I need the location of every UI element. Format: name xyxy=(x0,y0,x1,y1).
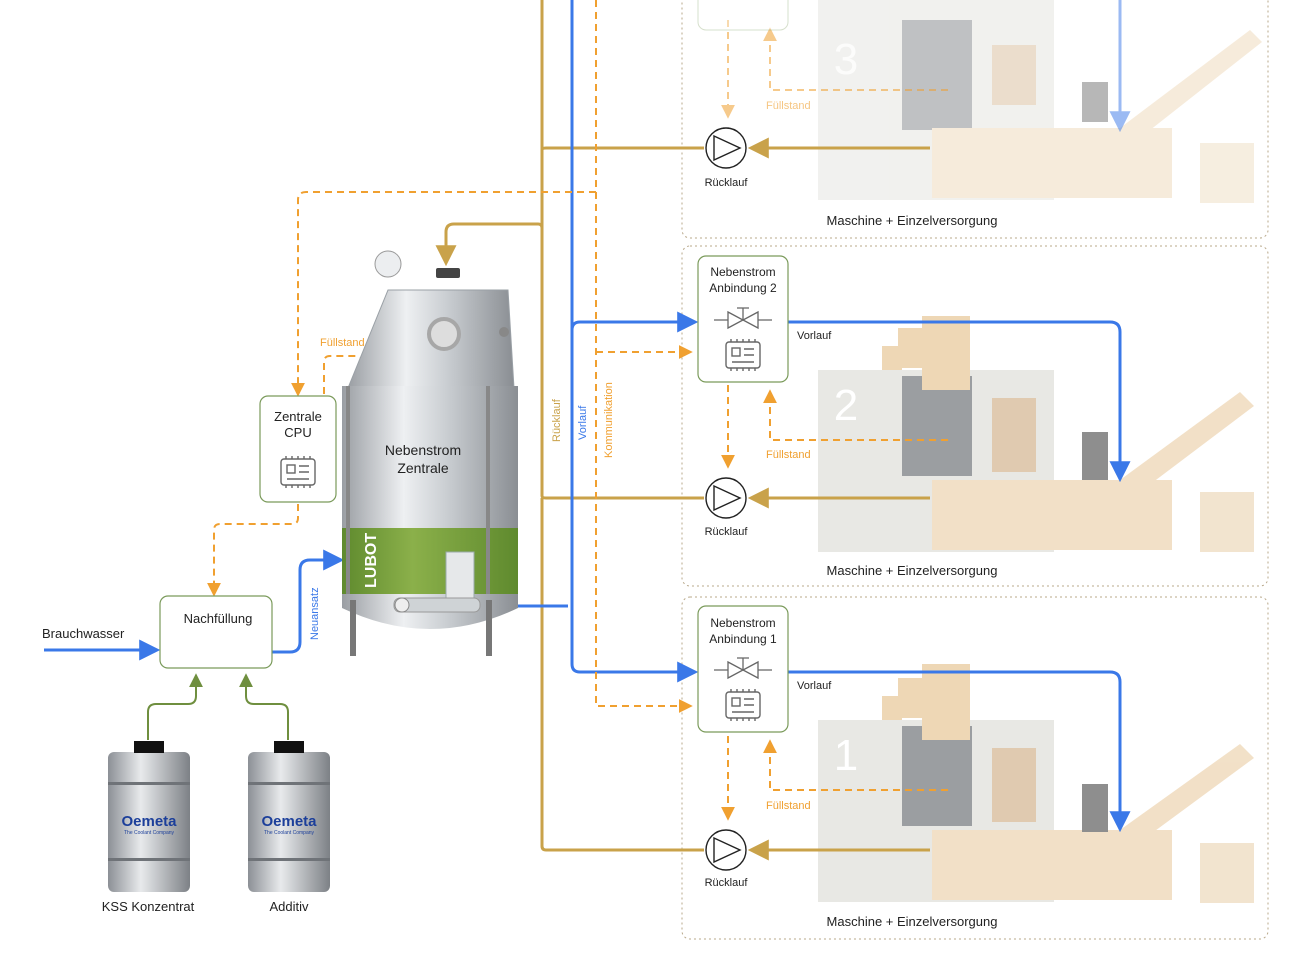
station-1-frame xyxy=(681,596,1269,940)
kommunikation-vertical-label: Kommunikation xyxy=(603,382,615,458)
machine-3-illustration xyxy=(818,0,1262,203)
cpu-box[interactable] xyxy=(259,395,337,503)
anbindung-3-box[interactable] xyxy=(697,0,789,31)
kss-barrel-sub: The Coolant Company xyxy=(124,830,175,836)
neuansatz-label: Neuansatz xyxy=(309,587,321,640)
nachfuellung-label: Nachfüllung xyxy=(184,611,253,626)
pump-1-icon[interactable] xyxy=(705,829,747,871)
station-2-pump-label: Rücklauf xyxy=(705,526,749,538)
anbindung-1-title-line1: Nebenstrom xyxy=(710,616,775,630)
anbindung-2-title-line2: Anbindung 2 xyxy=(709,281,777,295)
station-2-caption: Maschine + Einzelversorgung xyxy=(827,563,998,578)
additiv-barrel-sub: The Coolant Company xyxy=(264,830,315,836)
communication-lines xyxy=(207,0,948,821)
machine-1-number: 1 xyxy=(834,731,858,780)
pump-2-icon[interactable] xyxy=(705,477,747,519)
station-2-frame xyxy=(681,245,1269,587)
valve-2-icon xyxy=(714,307,772,330)
tank-title-line2: Zentrale xyxy=(397,460,449,476)
cpu-fuellstand-label: Füllstand xyxy=(320,337,365,349)
station-1-pump-label: Rücklauf xyxy=(705,877,749,889)
machine-2-number: 2 xyxy=(834,381,858,430)
nebenstrom-zentrale-tank xyxy=(342,250,518,656)
return-pipes xyxy=(435,0,930,861)
feed-lines xyxy=(147,673,289,740)
kss-barrel-brand: Oemeta xyxy=(121,813,177,830)
valve-1-icon xyxy=(714,657,772,680)
additiv-label: Additiv xyxy=(269,899,309,914)
tank-title-line1: Nebenstrom xyxy=(385,442,461,458)
station-1-caption: Maschine + Einzelversorgung xyxy=(827,914,998,929)
vorlauf-vertical-label: Vorlauf xyxy=(577,405,589,440)
supply-pipes xyxy=(44,0,1131,833)
station-3-caption: Maschine + Einzelversorgung xyxy=(827,213,998,228)
station-2-supply-label: Vorlauf xyxy=(797,330,832,342)
anbindung-2-chip-icon xyxy=(725,339,761,371)
additiv-barrel-brand: Oemeta xyxy=(261,813,317,830)
kss-label: KSS Konzentrat xyxy=(102,899,195,914)
nachfuellung-box[interactable] xyxy=(159,595,273,669)
station-3-level-label: Füllstand xyxy=(766,100,811,112)
station-1-level-label: Füllstand xyxy=(766,800,811,812)
machine-3-number: 3 xyxy=(834,35,858,84)
station-3-pump-label: Rücklauf xyxy=(705,177,749,189)
cpu-chip-icon xyxy=(280,456,316,488)
machine-2-illustration xyxy=(818,316,1254,552)
pump-3-icon[interactable] xyxy=(705,127,747,169)
cpu-label-line2: CPU xyxy=(284,425,311,440)
brauchwasser-label: Brauchwasser xyxy=(42,626,125,641)
station-3-frame xyxy=(681,0,1269,239)
anbindung-1-chip-icon xyxy=(725,689,761,721)
tank-brand-label: LUBOT xyxy=(363,533,380,588)
anbindung-2-title-line1: Nebenstrom xyxy=(710,265,775,279)
cpu-label-line1: Zentrale xyxy=(274,409,322,424)
machine-1-illustration xyxy=(818,664,1254,903)
kss-barrel xyxy=(108,741,190,892)
station-2-level-label: Füllstand xyxy=(766,449,811,461)
additiv-barrel xyxy=(248,741,330,892)
station-1-supply-label: Vorlauf xyxy=(797,680,832,692)
ruecklauf-vertical-label: Rücklauf xyxy=(551,398,563,442)
anbindung-1-title-line2: Anbindung 1 xyxy=(709,632,777,646)
